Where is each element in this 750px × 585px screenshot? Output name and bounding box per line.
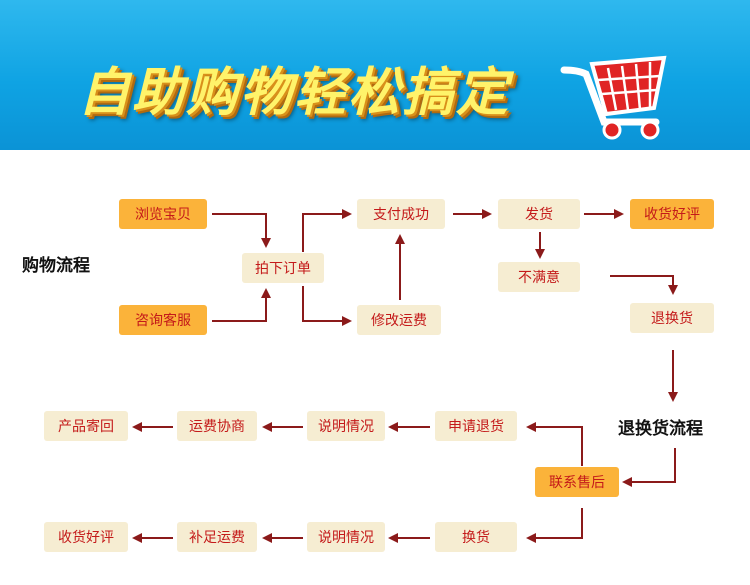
node-unsatisfied: 不满意 <box>498 262 580 292</box>
node-place-order: 拍下订单 <box>242 253 324 283</box>
arrow-contact-to-exchange <box>526 508 583 543</box>
node-contact-service: 联系售后 <box>535 467 619 497</box>
node-ship: 发货 <box>498 199 580 229</box>
node-return-product: 产品寄回 <box>44 411 128 441</box>
shopping-process-label: 购物流程 <box>22 256 90 276</box>
banner: 自助购物轻松搞定 <box>0 0 750 150</box>
node-review-exchange: 收货好评 <box>44 522 128 552</box>
node-apply-return: 申请退货 <box>435 411 517 441</box>
node-browse: 浏览宝贝 <box>119 199 207 229</box>
return-process-label: 退换货流程 <box>618 419 703 439</box>
node-negotiate-shipping: 运费协商 <box>177 411 257 441</box>
banner-title: 自助购物轻松搞定 <box>78 63 511 123</box>
node-consult: 咨询客服 <box>119 305 207 335</box>
arrow-consult-to-order <box>212 288 271 322</box>
node-edit-shipping: 修改运费 <box>357 305 441 335</box>
node-add-shipping: 补足运费 <box>177 522 257 552</box>
arrow-browse-to-order <box>212 213 271 248</box>
node-explain-return: 说明情况 <box>307 411 385 441</box>
node-exchange: 换货 <box>435 522 517 552</box>
arrow-process-to-contact <box>622 448 676 487</box>
arrow-contact-to-apply <box>526 422 583 466</box>
node-review: 收货好评 <box>630 199 714 229</box>
arrow-unsatisfied-to-return <box>610 275 678 295</box>
node-return-exchange: 退换货 <box>630 303 714 333</box>
arrow-order-to-payment <box>302 209 352 252</box>
node-payment-success: 支付成功 <box>357 199 445 229</box>
node-explain-exchange: 说明情况 <box>307 522 385 552</box>
shopping-cart-icon <box>560 55 667 140</box>
arrow-order-to-edit <box>302 286 352 326</box>
